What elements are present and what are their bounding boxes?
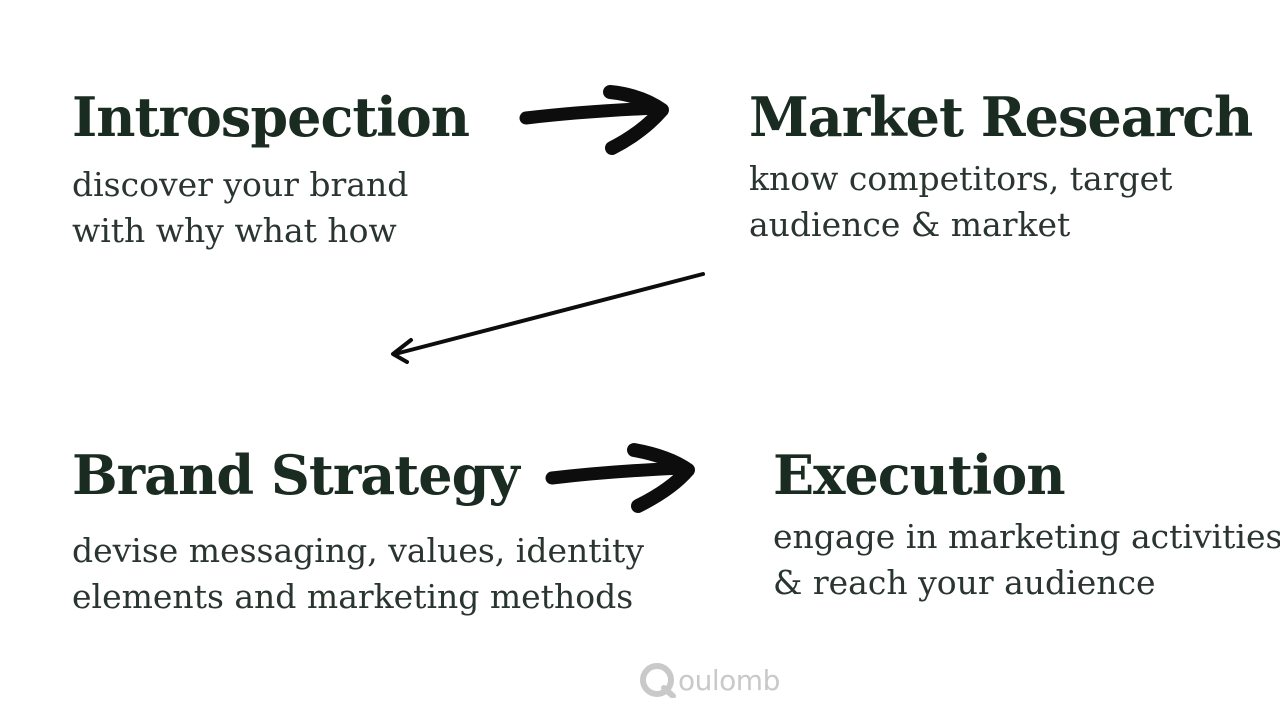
brush-arrow-head	[627, 443, 695, 513]
step-title: Introspection	[72, 85, 470, 149]
arrow-market-research-to-brand-strategy	[391, 272, 705, 364]
arrow-brand-strategy-to-execution	[545, 443, 695, 513]
step-description: engage in marketing activities & reach y…	[773, 514, 1280, 606]
brush-arrow-shaft	[545, 461, 691, 485]
step-description: discover your brand with why what how	[72, 162, 469, 254]
step-introspection: Introspection discover your brand with w…	[72, 85, 470, 254]
step-description-line: audience & market	[749, 205, 1071, 244]
step-description: devise messaging, values, identity eleme…	[72, 528, 644, 620]
thin-arrow-head	[391, 338, 413, 364]
step-description: know competitors, target audience & mark…	[749, 156, 1252, 248]
step-title: Execution	[773, 443, 1066, 507]
step-description-line: discover your brand	[72, 165, 409, 204]
thin-arrow-shaft	[393, 272, 705, 356]
brush-arrow-shaft	[519, 101, 665, 125]
step-title: Brand Strategy	[72, 443, 520, 507]
step-execution: Execution engage in marketing activities…	[773, 444, 1280, 606]
step-title: Market Research	[749, 85, 1253, 149]
watermark: oulomb	[640, 660, 780, 700]
step-description-line: engage in marketing activities	[773, 517, 1280, 556]
step-market-research: Market Research know competitors, target…	[749, 85, 1253, 248]
qoulomb-logo-icon	[640, 663, 676, 698]
step-description-line: know competitors, target	[749, 159, 1173, 198]
watermark-text: oulomb	[678, 663, 780, 697]
step-description-line: & reach your audience	[773, 563, 1156, 602]
step-description-line: elements and marketing methods	[72, 577, 634, 616]
arrow-introspection-to-market-research	[519, 85, 669, 155]
step-brand-strategy: Brand Strategy devise messaging, values,…	[72, 444, 644, 620]
brush-arrow-head	[603, 85, 669, 155]
step-description-line: with why what how	[72, 211, 397, 250]
step-description-line: devise messaging, values, identity	[72, 531, 644, 570]
